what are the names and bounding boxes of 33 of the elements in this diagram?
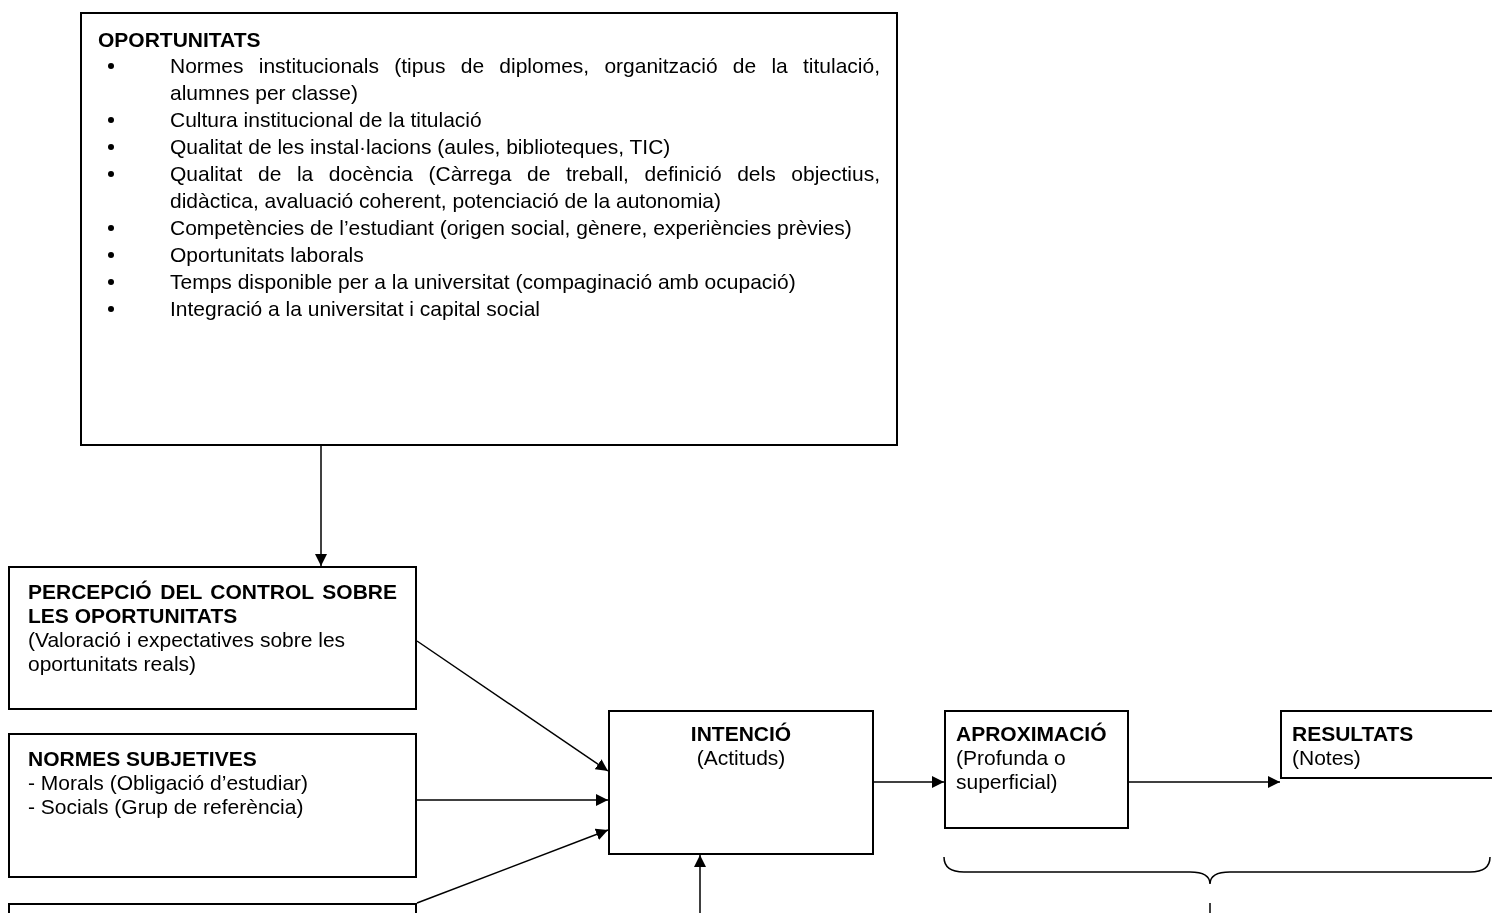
- process-box: [8, 733, 417, 878]
- box-heading: NORMES SUBJETIVES: [28, 747, 258, 771]
- box-heading: INTENCIÓ: [689, 722, 793, 746]
- bullet-item: Temps disponible per a la universitat (compaginació amb ocupació): [170, 270, 796, 293]
- box-heading: APROXIMACIÓ: [956, 722, 1108, 746]
- process-box: [1280, 710, 1492, 779]
- box-heading: OPORTUNITATS: [98, 28, 262, 52]
- box-text: (Valoració i expectatives sobre les oportunitats reals): [28, 628, 347, 676]
- bullet-item: Oportunitats laborals: [170, 243, 364, 266]
- arrow: [416, 794, 609, 806]
- box-text: (Notes): [1292, 746, 1362, 770]
- bullet-item: Normes institucionals (tipus de diplomes, organització de la titulació, alumnes per classe): [170, 54, 880, 104]
- bullet-item: Qualitat de la docència (Càrrega de treball, definició dels objectius, didàctica, avaluació coherent, potenciació de la autonomia): [170, 162, 880, 212]
- process-box: [608, 710, 874, 855]
- box-heading: PERCEPCIÓ DEL CONTROL SOBRE LES OPORTUNITATS: [28, 580, 397, 628]
- box-text: (Actituds): [695, 746, 787, 770]
- arrow: [416, 828, 609, 904]
- box-heading: RESULTATS: [1292, 722, 1415, 746]
- bullet-item: Qualitat de les instal·lacions (aules, biblioteques, TIC): [170, 135, 671, 158]
- box-text: - Morals (Obligació d’estudiar): [28, 771, 310, 795]
- box-text: - Socials (Grup de referència): [28, 795, 305, 819]
- arrow: [1128, 776, 1281, 788]
- process-box: [8, 566, 417, 710]
- bullet-item: Competències de l’estudiant (origen social, gènere, experiències prèvies): [170, 216, 852, 239]
- box-text: (Profunda o superficial): [956, 746, 1067, 794]
- bullet-item: Integració a la universitat i capital social: [170, 297, 541, 320]
- arrow: [315, 445, 327, 567]
- process-box: [80, 12, 898, 446]
- process-box: [944, 710, 1129, 829]
- arrow: [416, 640, 609, 772]
- arrow: [873, 776, 945, 788]
- arrow: [694, 854, 706, 913]
- bullet-item: Cultura institucional de la titulació: [170, 108, 482, 131]
